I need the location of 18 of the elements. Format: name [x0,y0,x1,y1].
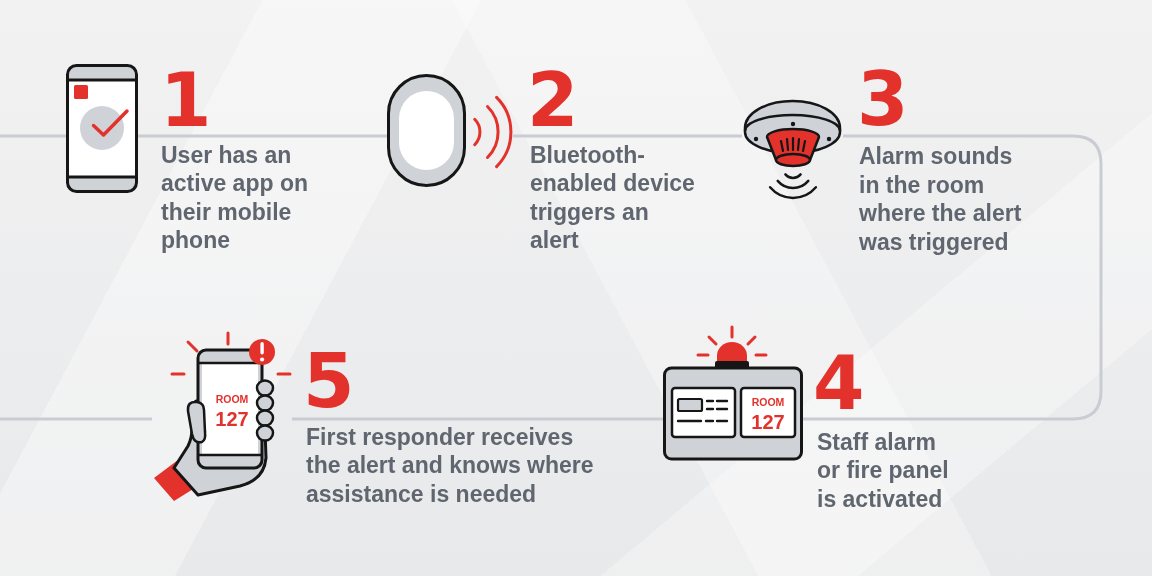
step-description: Bluetooth-enabled device triggers an alert [530,140,696,255]
step-description: First responder receives the alert and knows where assistance is needed [306,422,595,509]
step-number: 4 [813,352,865,415]
connector-line [803,134,1103,421]
step-number: 5 [303,350,355,413]
room-number: ROOM 127 [214,392,250,429]
room-number: ROOM 127 [750,395,786,432]
connector-line [0,417,152,421]
step-number: 3 [857,68,909,131]
step-number: 2 [527,69,579,132]
connector-line [0,134,66,138]
connector-line [513,134,742,138]
connector-line [138,134,387,138]
step-description: Staff alarm or fire panel is activated [817,427,950,514]
step-number: 1 [160,69,212,132]
step-description: Alarm sounds in the room where the alert was triggered [859,142,1023,257]
connector-line [292,417,663,421]
step-description: User has an active app on their mobile phone [161,140,309,255]
